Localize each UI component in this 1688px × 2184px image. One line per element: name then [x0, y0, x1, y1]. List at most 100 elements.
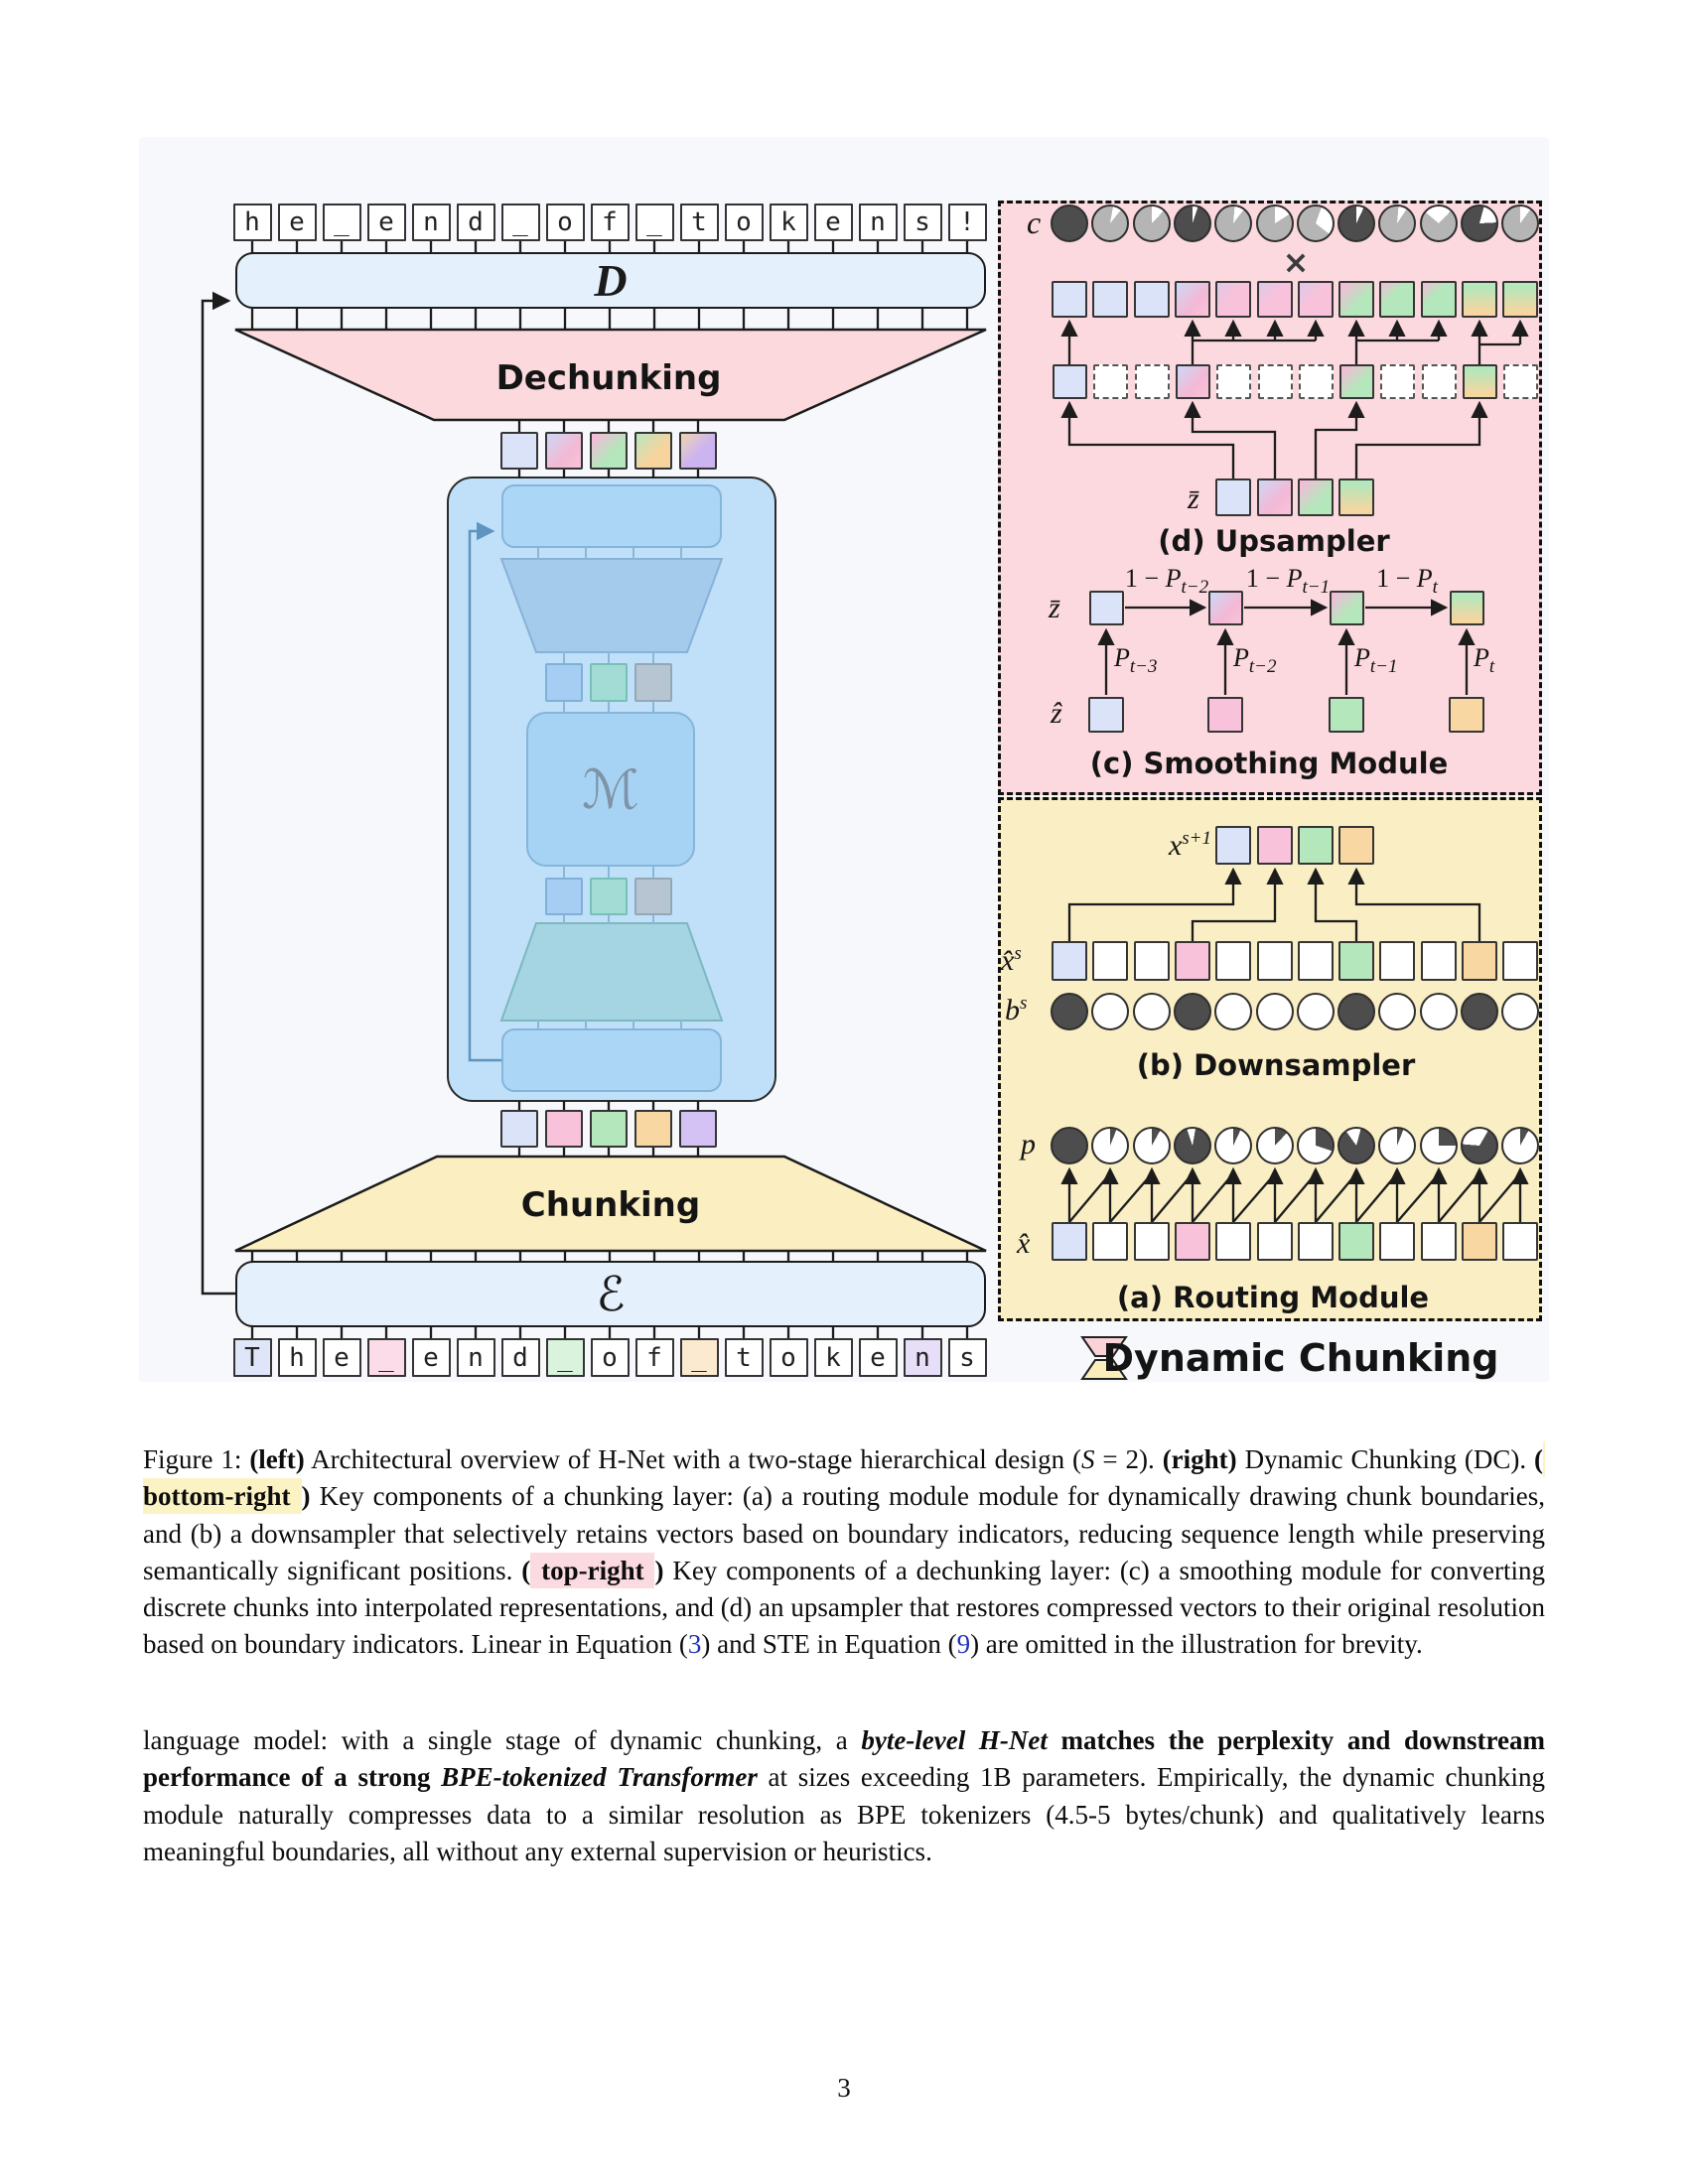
token-box: s	[903, 204, 942, 241]
downsampled-vector	[1215, 826, 1251, 865]
upsampled-vector	[1175, 281, 1210, 318]
sequence-vector	[1175, 941, 1210, 981]
boundary-indicator-circle	[1461, 993, 1498, 1030]
main-network-label: ℳ	[582, 757, 639, 821]
chunk-vector	[500, 432, 538, 470]
page-number: 3	[837, 2073, 851, 2103]
equation-link[interactable]: 9	[956, 1629, 971, 1660]
chunk-vector	[1449, 697, 1484, 733]
chunk-vector	[679, 1110, 717, 1148]
sequence-vector	[1379, 941, 1415, 981]
sequence-vector	[1134, 1222, 1170, 1261]
sequence-vector	[1502, 1222, 1538, 1261]
transition-prob-label: 1 − Pt	[1376, 564, 1438, 599]
token-box: h	[232, 204, 272, 241]
upsampled-vector	[1052, 281, 1087, 318]
token-box: h	[277, 1338, 317, 1377]
smoothed-vector	[1088, 591, 1124, 625]
upsampled-vector	[1462, 281, 1497, 318]
token-box: d	[500, 1338, 540, 1377]
token-box: _	[322, 204, 361, 241]
boundary-indicator-circle	[1256, 993, 1294, 1030]
equation-link[interactable]: 3	[687, 1629, 702, 1660]
probability-pie	[1378, 1127, 1416, 1164]
token-box: _	[500, 204, 540, 241]
smoothing-title: (c) Smoothing Module	[1089, 747, 1449, 780]
expanded-vector	[1462, 364, 1497, 399]
multiply-icon: ×	[1282, 243, 1310, 281]
token-box: e	[411, 1338, 451, 1377]
token-box: k	[813, 1338, 853, 1377]
chunk-vector	[545, 432, 583, 470]
zbar-vector	[1215, 478, 1251, 516]
upsampled-vector	[1421, 281, 1457, 318]
dynamic-chunking-legend: Dynamic Chunking	[1102, 1336, 1499, 1380]
outer-encoder-box: ℰ	[235, 1261, 986, 1327]
chunking-label: Chunking	[520, 1185, 701, 1225]
figure-caption: Figure 1: (left) Architectural overview …	[143, 1441, 1546, 1664]
xhat-s-label: x̂s	[1001, 943, 1022, 977]
boundary-indicator-circle	[1133, 993, 1171, 1030]
token-box: n	[456, 1338, 495, 1377]
zbar-label: z̄	[1188, 482, 1199, 515]
token-box: e	[858, 1338, 898, 1377]
confidence-pie	[1214, 205, 1252, 242]
inner-vector	[634, 878, 672, 915]
decoder-label: D	[594, 255, 628, 306]
token-box: n	[858, 204, 898, 241]
confidence-pie	[1051, 205, 1088, 242]
sequence-vector	[1175, 1222, 1210, 1261]
expanded-vector	[1052, 364, 1087, 399]
boundary-indicator-circle	[1420, 993, 1458, 1030]
probability-pie	[1091, 1127, 1129, 1164]
inner-vector	[590, 663, 628, 702]
expanded-vector	[1175, 364, 1210, 399]
token-box: _	[679, 1338, 719, 1377]
token-box: o	[590, 1338, 630, 1377]
transition-prob-label: 1 − Pt−1	[1245, 564, 1331, 599]
sequence-vector	[1338, 941, 1374, 981]
downsampled-vector	[1257, 826, 1293, 865]
confidence-pie	[1133, 205, 1171, 242]
probability-pie	[1133, 1127, 1171, 1164]
inner-decoder-box	[501, 484, 722, 548]
x-next-label: xs+1	[1168, 828, 1211, 862]
confidence-pie	[1501, 205, 1539, 242]
probability-pie	[1174, 1127, 1211, 1164]
b-s-label: bs	[1005, 993, 1028, 1026]
expanded-vector	[1215, 364, 1251, 399]
expanded-vector	[1338, 364, 1374, 399]
smoothed-vector	[1329, 591, 1364, 625]
boundary-indicator-circle	[1297, 993, 1335, 1030]
token-box: _	[545, 1338, 585, 1377]
confidence-pie	[1256, 205, 1294, 242]
token-box: _	[634, 204, 674, 241]
token-box: f	[590, 204, 630, 241]
c-label: c	[1027, 205, 1042, 240]
confidence-pie	[1420, 205, 1458, 242]
chunk-vector	[679, 432, 717, 470]
sequence-vector	[1379, 1222, 1415, 1261]
token-box: e	[813, 204, 853, 241]
chunk-vector	[590, 432, 628, 470]
probability-pie	[1337, 1127, 1375, 1164]
routing-title: (a) Routing Module	[1116, 1281, 1430, 1314]
upsampled-vector	[1298, 281, 1334, 318]
main-network-box: ℳ	[526, 712, 695, 867]
confidence-pie	[1337, 205, 1375, 242]
token-box: T	[232, 1338, 272, 1377]
smoothed-vector	[1449, 591, 1484, 625]
expanded-vector	[1092, 364, 1128, 399]
chunk-vector	[545, 1110, 583, 1148]
sequence-vector	[1052, 1222, 1087, 1261]
chunk-vector	[1329, 697, 1364, 733]
probability-pie	[1297, 1127, 1335, 1164]
downsampled-vector	[1338, 826, 1374, 865]
upsampler-title: (d) Upsampler	[1158, 524, 1390, 558]
sequence-vector	[1134, 941, 1170, 981]
upsampled-vector	[1338, 281, 1374, 318]
sequence-vector	[1462, 1222, 1497, 1261]
sequence-vector	[1298, 941, 1334, 981]
token-box: d	[456, 204, 495, 241]
boundary-prob-label: Pt−2	[1233, 643, 1277, 678]
